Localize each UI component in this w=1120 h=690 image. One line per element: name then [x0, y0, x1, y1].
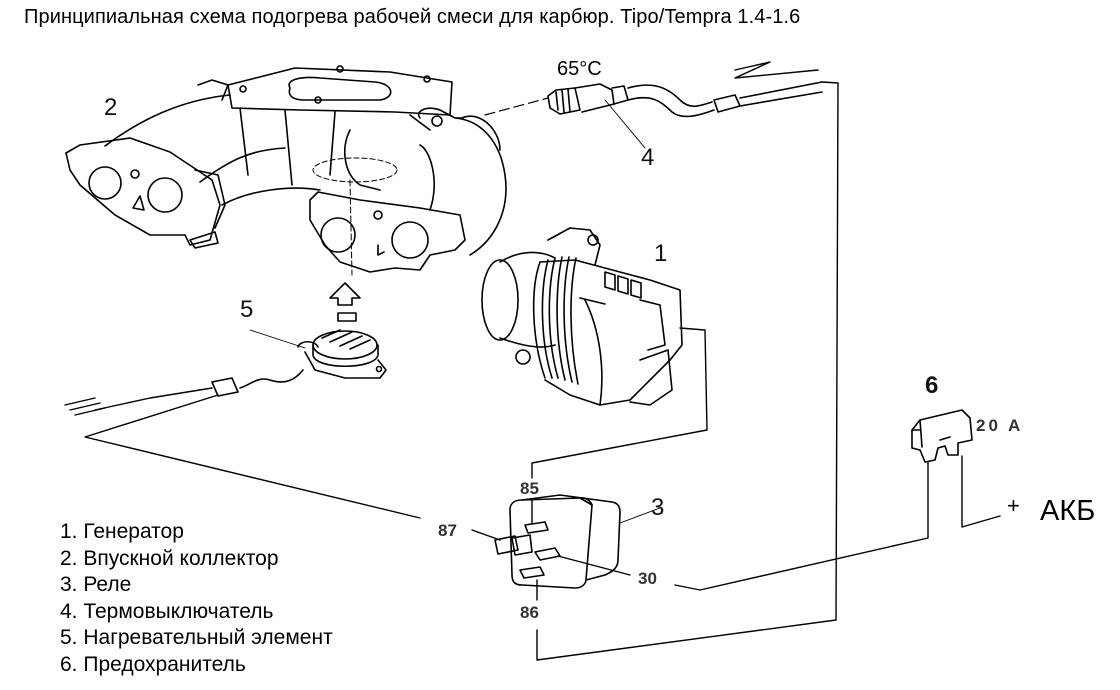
fuse-rating: 20 A [976, 416, 1024, 435]
wiring-lines [64, 61, 1001, 661]
callout-heater: 5 [240, 296, 254, 323]
callout-fuse: 6 [925, 372, 939, 399]
callout-relay: 3 [651, 494, 665, 521]
legend-item: 4. Термовыключатель [60, 599, 274, 623]
relay-pin-85: 85 [520, 479, 539, 498]
generator-drawing [481, 227, 683, 406]
callout-thermoswitch: 4 [641, 144, 655, 171]
legend-item: 2. Впускной коллектор [60, 546, 279, 570]
legend-item: 5. Нагревательный элемент [60, 626, 333, 649]
diagram-title: Принципиальная схема подогрева рабочей с… [24, 6, 801, 28]
thermoswitch-temperature: 65°C [557, 58, 602, 80]
thermoswitch-drawing [547, 81, 823, 149]
battery-label: АКБ [1040, 495, 1096, 527]
fuse-drawing [911, 409, 973, 463]
relay-pin-87: 87 [438, 521, 457, 540]
intake-manifold-drawing [65, 65, 549, 276]
legend-item: 3. Реле [60, 573, 132, 596]
callout-generator: 1 [654, 240, 668, 267]
heater-element-drawing [211, 282, 387, 397]
legend-item: 6. Предохранитель [60, 652, 246, 676]
callout-manifold: 2 [104, 94, 118, 121]
relay-drawing [494, 494, 661, 589]
parts-legend: 1. Генератор 2. Впускной коллектор 3. Ре… [60, 519, 333, 678]
legend-item: 1. Генератор [60, 520, 184, 543]
battery-polarity: + [1007, 493, 1020, 518]
relay-pin-30: 30 [638, 569, 657, 588]
relay-pin-86: 86 [520, 603, 539, 622]
